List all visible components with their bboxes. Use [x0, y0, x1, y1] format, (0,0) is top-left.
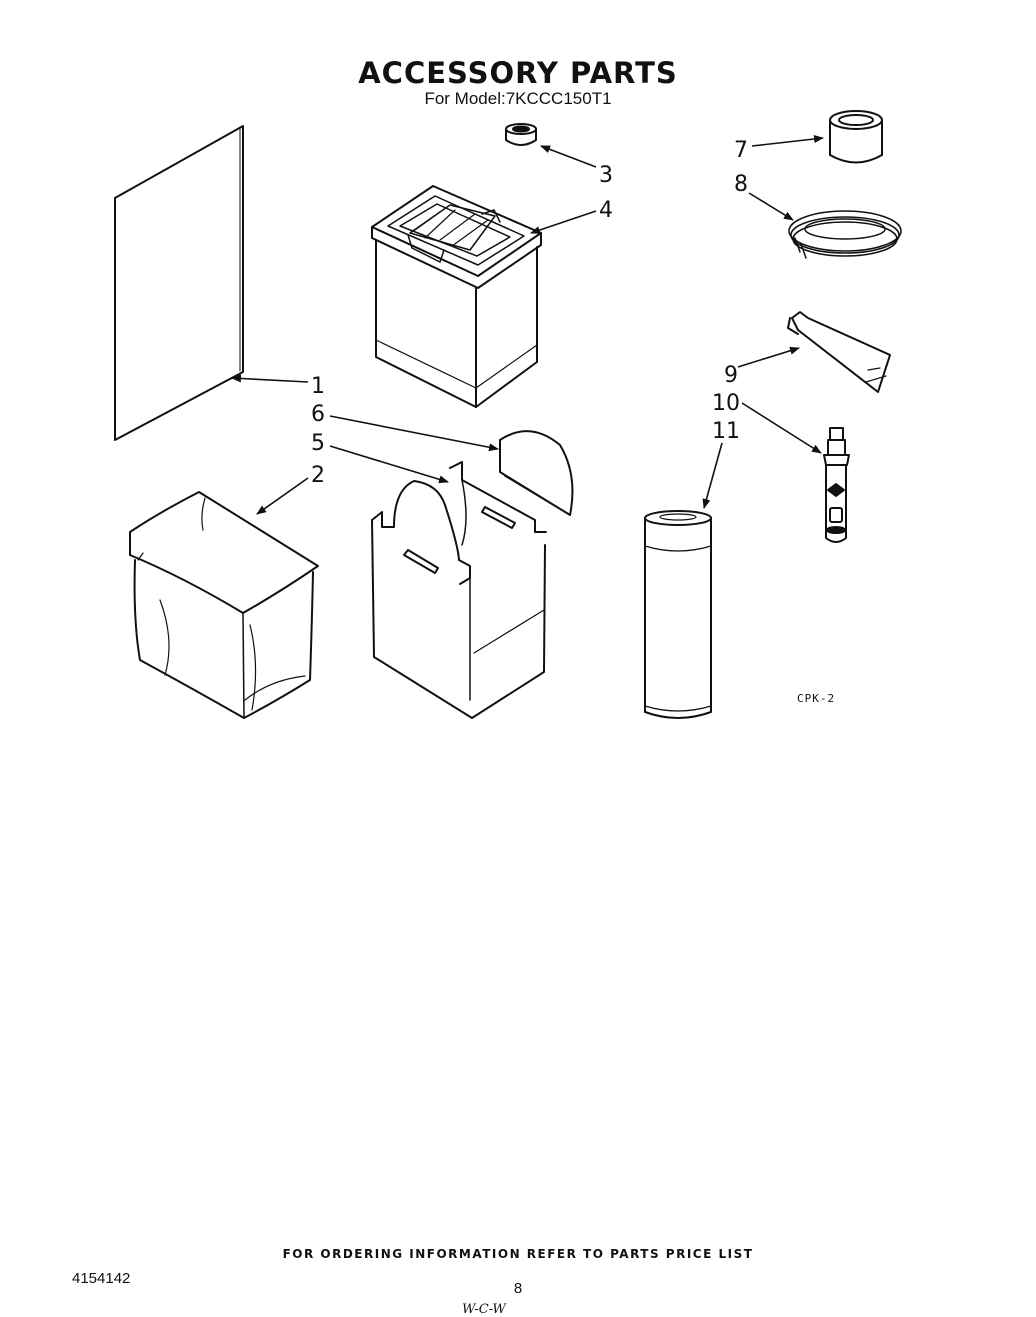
ordering-note: FOR ORDERING INFORMATION REFER TO PARTS …	[282, 1247, 754, 1261]
part-11-spray-can	[644, 510, 712, 719]
part-9-lube-tube	[787, 311, 891, 393]
callout-3: 3	[599, 163, 613, 188]
part-7-can	[829, 110, 883, 164]
page-number: 8	[513, 1280, 523, 1297]
callout-11: 11	[712, 419, 740, 444]
leader-6	[329, 415, 499, 452]
callout-5: 5	[311, 431, 325, 456]
part-2-liner-bag	[129, 491, 319, 719]
callout-2: 2	[311, 463, 325, 488]
model-subtitle: For Model:7KCCC150T1	[424, 89, 612, 108]
callout-6: 6	[311, 402, 325, 427]
part-1-panel	[114, 125, 244, 441]
leader-4	[530, 210, 597, 234]
part-8-tubing-coil	[788, 210, 902, 259]
part-5-carrier	[371, 461, 547, 719]
callout-7: 7	[734, 138, 748, 163]
part-6-plate	[499, 430, 574, 516]
callout-1: 1	[311, 374, 325, 399]
leader-2	[256, 477, 309, 515]
leader-9	[737, 346, 800, 368]
leader-5	[329, 445, 449, 484]
leader-7	[751, 135, 824, 147]
leader-8	[748, 192, 794, 221]
callout-9: 9	[724, 363, 738, 388]
leader-3	[540, 145, 597, 168]
callout-10: 10	[712, 391, 740, 416]
leader-11	[702, 442, 723, 509]
page-title: ACCESSORY PARTS	[358, 56, 678, 90]
leader-1	[231, 374, 309, 383]
handwritten-mark: W-C-W	[462, 1302, 506, 1317]
leader-10	[741, 402, 822, 454]
callout-8: 8	[734, 172, 748, 197]
callout-4: 4	[599, 198, 613, 223]
part-4-bucket	[371, 185, 542, 408]
part-3-cap	[505, 123, 537, 146]
document-number: 4154142	[72, 1270, 131, 1287]
drawing-code: CPK-2	[797, 692, 835, 705]
part-10-valve	[823, 427, 850, 543]
